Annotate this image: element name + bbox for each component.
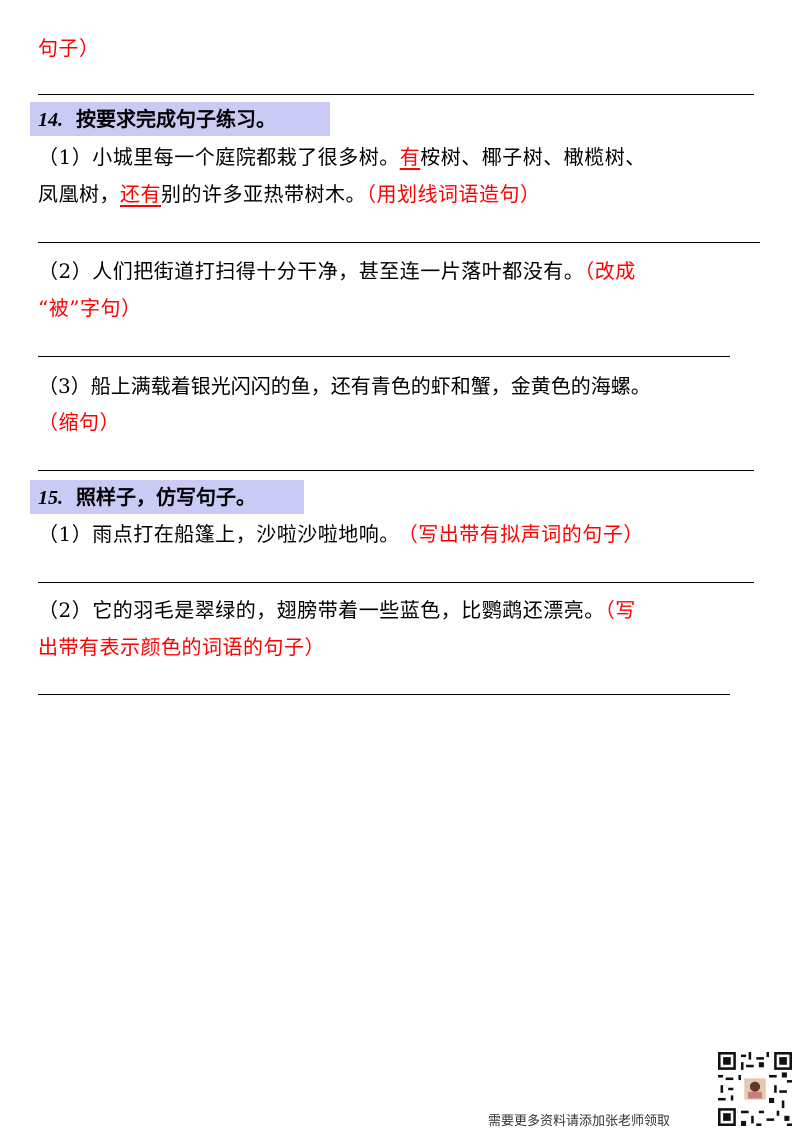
item-text: （1）雨点打在船篷上，沙啦沙啦地响。 — [38, 522, 400, 546]
q15-item1-line1: （1）雨点打在船篷上，沙啦沙啦地响。 （写出带有拟声词的句子） — [38, 520, 644, 548]
question-title-text: 照样子，仿写句子。 — [75, 485, 256, 509]
underlined-word: 还有 — [120, 182, 161, 206]
answer-line — [38, 242, 760, 243]
question-15-highlight — [30, 480, 304, 514]
question-number: 14. — [38, 109, 63, 131]
item-text: （1）小城里每一个庭院都栽了很多树。 — [38, 145, 400, 169]
q14-item2-line2: “被”字句） — [38, 296, 142, 320]
underlined-word: 有 — [399, 145, 421, 169]
q15-item2-line2: 出带有表示颜色的词语的句子） — [38, 635, 325, 659]
footer-text: 需要更多资料请添加张老师领取 — [488, 1114, 671, 1129]
item-text: （2）它的羽毛是翠绿的，翅膀带着一些蓝色，比鹦鹉还漂亮。 — [38, 598, 605, 622]
answer-line — [38, 582, 754, 583]
q14-item1-line2: 凤凰树，还有别的许多亚热带树木。（用划线词语造句） — [38, 180, 541, 208]
question-14-highlight — [30, 102, 330, 136]
answer-line — [38, 356, 730, 357]
item-text: 别的许多亚热带树木。 — [161, 182, 366, 206]
question-15-title: 15. 照样子，仿写句子。 — [38, 480, 256, 515]
qr-code-icon — [718, 1052, 792, 1126]
instruction-text: （写 — [604, 598, 636, 622]
item-text: 凤凰树， — [38, 182, 120, 206]
answer-line — [38, 470, 754, 471]
instruction-text: （用划线词语造句） — [366, 182, 541, 206]
item-text: （2）人们把街道打扫得十分干净，甚至连一片落叶都没有。 — [38, 259, 585, 283]
question-title-text: 按要求完成句子练习。 — [75, 107, 276, 131]
answer-line — [38, 94, 754, 95]
q14-item1-line1: （1）小城里每一个庭院都栽了很多树。有桉树、椰子树、橄榄树、 — [38, 143, 646, 171]
q14-item2-line1: （2）人们把街道打扫得十分干净，甚至连一片落叶都没有。（改成 — [38, 257, 636, 285]
instruction-text: （改成 — [584, 259, 636, 283]
q15-item2-line1: （2）它的羽毛是翠绿的，翅膀带着一些蓝色，比鹦鹉还漂亮。（写 — [38, 596, 636, 624]
top-fragment-text: 句子） — [38, 36, 100, 60]
question-14-title: 14. 按要求完成句子练习。 — [38, 102, 276, 137]
answer-line — [38, 694, 730, 695]
item-text: 桉树、椰子树、橄榄树、 — [420, 145, 646, 169]
q14-item3-instruction: （缩句） — [38, 410, 120, 434]
instruction-text: （写出带有拟声词的句子） — [407, 522, 644, 546]
q14-item3-line1: （3）船上满载着银光闪闪的鱼，还有青色的虾和蟹，金黄色的海螺。 — [38, 374, 651, 398]
question-number: 15. — [38, 487, 63, 509]
